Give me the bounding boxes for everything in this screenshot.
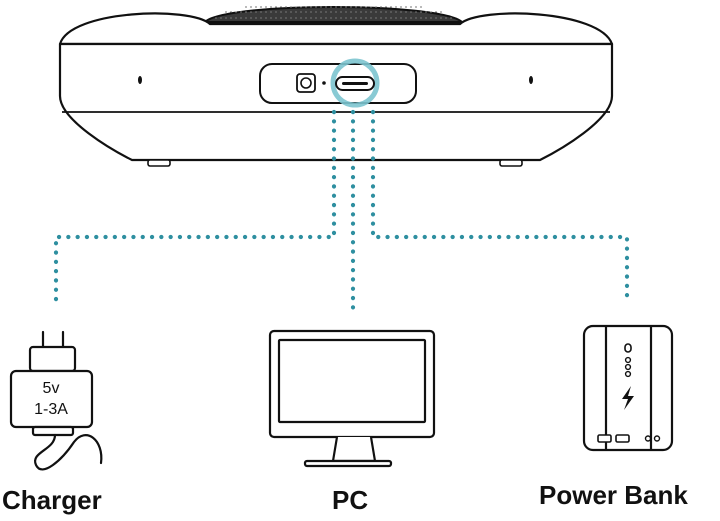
speaker-grille — [202, 6, 465, 23]
connection-lines — [53, 109, 630, 312]
power-bank-port-2 — [615, 434, 630, 443]
indicator-light — [322, 81, 326, 85]
monitor-icon — [268, 329, 436, 468]
power-bank-port-1 — [597, 434, 612, 443]
pc-label: PC — [332, 485, 369, 515]
screw-hole-left — [138, 76, 142, 84]
charger-label: Charger — [2, 485, 102, 515]
power-bank-label: Power Bank — [539, 480, 688, 510]
charger-voltage-label: 5v — [43, 380, 60, 397]
speakerphone-icon — [58, 6, 614, 167]
speaker-foot-left — [147, 159, 171, 167]
usb-c-port-icon — [330, 58, 380, 108]
speaker-foot-right — [499, 159, 523, 167]
connection-line-charger — [53, 109, 337, 305]
wall-charger-icon: 5v 1-3A — [9, 330, 103, 471]
power-bank-icon — [582, 324, 674, 452]
screw-hole-right — [529, 76, 533, 84]
charger-current-label: 1-3A — [34, 401, 68, 418]
audio-jack-icon — [296, 73, 316, 93]
lightning-bolt-icon — [622, 386, 634, 410]
connection-line-power-bank — [370, 109, 630, 305]
